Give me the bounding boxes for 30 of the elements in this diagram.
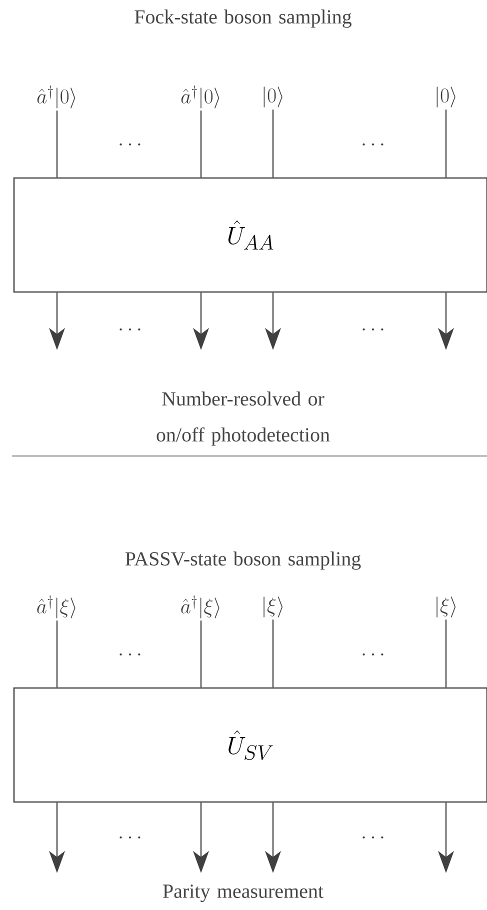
input-line [445, 110, 447, 178]
unitary-box: $\hat{U}_{SV}$ [13, 687, 487, 803]
input-line [272, 620, 274, 688]
input-line [272, 110, 274, 178]
caption: Parity measurement [163, 884, 324, 902]
input-state: $|\xi\rangle$ [436, 596, 456, 618]
ellipsis: $\cdots$ [120, 143, 140, 146]
caption: Number-resolved or on/off photodetection [156, 392, 330, 446]
input-line [200, 620, 202, 688]
ellipsis: $\cdots$ [362, 836, 384, 839]
input-state: $|0\rangle$ [264, 86, 282, 108]
input-line [56, 110, 58, 178]
ellipsis: $\cdots$ [120, 836, 140, 839]
input-state: $\hat{a}^\dagger|\xi\rangle$ [37, 596, 76, 618]
ellipsis: $\cdots$ [362, 653, 384, 656]
ellipsis: $\cdots$ [362, 143, 384, 146]
input-line [445, 620, 447, 688]
ellipsis: $\cdots$ [120, 328, 140, 331]
unitary-box: $\hat{U}_{AA}$ [13, 177, 487, 293]
panel-title: PASSV-state boson sampling [125, 552, 361, 570]
input-state: $\hat{a}^\dagger|\xi\rangle$ [181, 596, 220, 618]
input-state: $|\xi\rangle$ [264, 596, 283, 618]
input-line [200, 110, 202, 178]
panel-title: Fock-state boson sampling [134, 10, 352, 28]
ellipsis: $\cdots$ [362, 328, 384, 331]
ellipsis: $\cdots$ [120, 653, 140, 656]
input-state: $\hat{a}^\dagger|0\rangle$ [181, 86, 220, 108]
input-line [56, 620, 58, 688]
input-state: $|0\rangle$ [436, 86, 456, 108]
input-state: $\hat{a}^\dagger|0\rangle$ [37, 86, 76, 108]
